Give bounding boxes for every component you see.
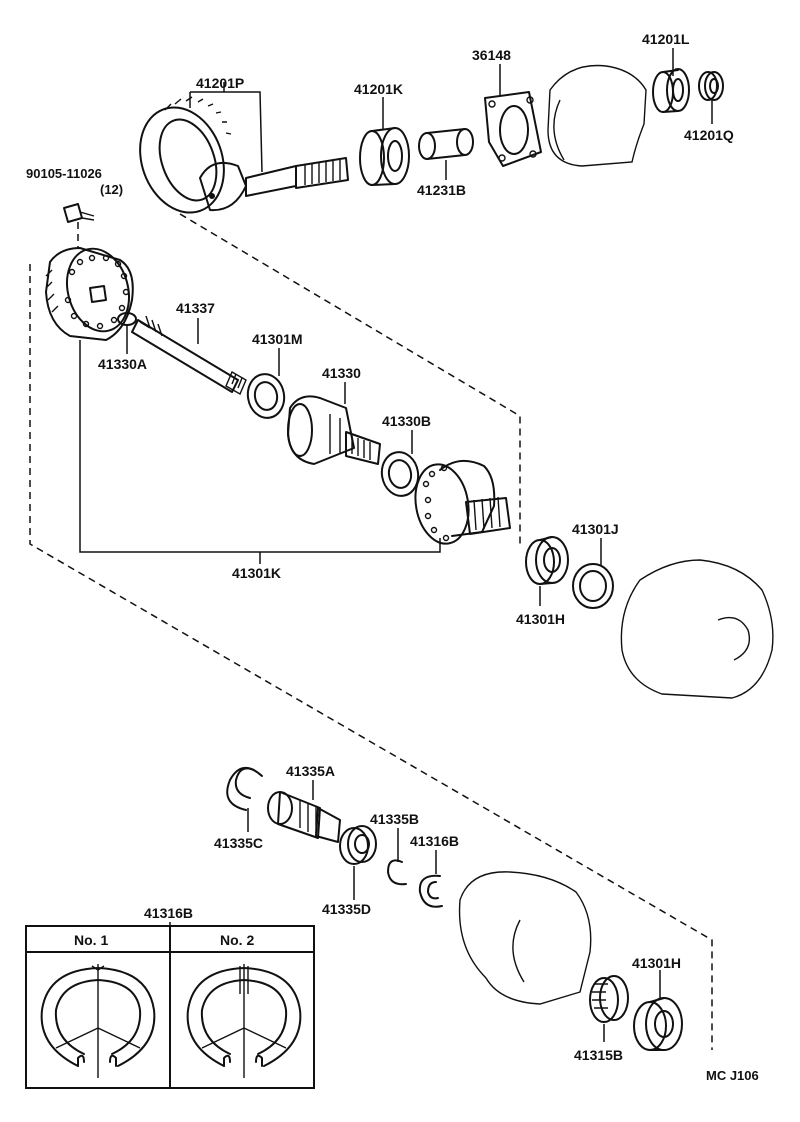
- ring-gear: [139, 96, 232, 214]
- label-41301k: 41301K: [232, 565, 281, 581]
- label-41316b-mid: 41316B: [410, 833, 459, 849]
- washer-41301m: [246, 373, 286, 419]
- label-41301h-bottom: 41301H: [632, 955, 681, 971]
- pinion-shaft-41337: [131, 315, 247, 395]
- label-41337: 41337: [176, 300, 215, 316]
- snap-ring-41316b: [418, 874, 443, 908]
- side-gear-41330: [287, 395, 381, 465]
- label-41330a: 41330A: [98, 356, 147, 372]
- label-41335d: 41335D: [322, 901, 371, 917]
- transaxle-case-outline: [620, 559, 774, 699]
- differential-case-left: [45, 247, 134, 341]
- label-41330b: 41330B: [382, 413, 431, 429]
- label-41201p: 41201P: [196, 75, 244, 91]
- label-41315b: 41315B: [574, 1047, 623, 1063]
- label-41316b-inset: 41316B: [144, 905, 193, 921]
- inset-header-no2: No. 2: [220, 932, 254, 948]
- label-41201q: 41201Q: [684, 127, 734, 143]
- seal-41201q: [698, 71, 724, 101]
- label-90105-qty: (12): [100, 182, 123, 197]
- bearing-41335d: [339, 825, 377, 865]
- label-41335b: 41335B: [370, 811, 419, 827]
- label-41301m: 41301M: [252, 331, 303, 347]
- label-41231b: 41231B: [417, 182, 466, 198]
- diagram-code: MC J106: [706, 1068, 759, 1083]
- bearing-41201l: [652, 68, 690, 113]
- bearing-41201k: [359, 127, 410, 186]
- snap-ring-selection-inset: 41316B No. 1 No. 2: [25, 905, 315, 1089]
- label-41335a: 41335A: [286, 763, 335, 779]
- label-41201l: 41201L: [642, 31, 690, 47]
- label-36148: 36148: [472, 47, 511, 63]
- assembly-lines: [29, 213, 713, 1050]
- bearing-41301h-top: [525, 536, 569, 585]
- label-41330: 41330: [322, 365, 361, 381]
- drive-pinion: [199, 157, 349, 212]
- assembly-bracket-41301k: [79, 340, 441, 564]
- label-41335c: 41335C: [214, 835, 263, 851]
- label-90105: 90105-11026: [26, 166, 102, 181]
- intermediate-shaft-41335a: [267, 791, 341, 843]
- bearing-41301h-bottom: [633, 997, 683, 1051]
- snap-ring-no2-drawing: [186, 964, 302, 1078]
- label-41201k: 41201K: [354, 81, 403, 97]
- snap-ring-no1-drawing: [40, 964, 156, 1078]
- label-41301h-top: 41301H: [516, 611, 565, 627]
- cover-plate-36148: [484, 91, 542, 167]
- part-41315b: [589, 975, 629, 1023]
- washer-41330a: [117, 312, 137, 326]
- housing-outline-top: [547, 64, 647, 167]
- case-cover-outline: [458, 871, 592, 1005]
- inset-header-no1: No. 1: [74, 932, 108, 948]
- snap-ring-41335b: [387, 859, 407, 886]
- washer-41330b: [380, 451, 420, 497]
- washer-41301j: [572, 563, 614, 609]
- leader-lines: [126, 48, 713, 1042]
- bolt-90105: [63, 203, 95, 223]
- label-41301j: 41301J: [572, 521, 619, 537]
- differential-case-right: [414, 459, 511, 545]
- snap-ring-41335c: [226, 767, 263, 811]
- spacer-41231b: [418, 128, 474, 160]
